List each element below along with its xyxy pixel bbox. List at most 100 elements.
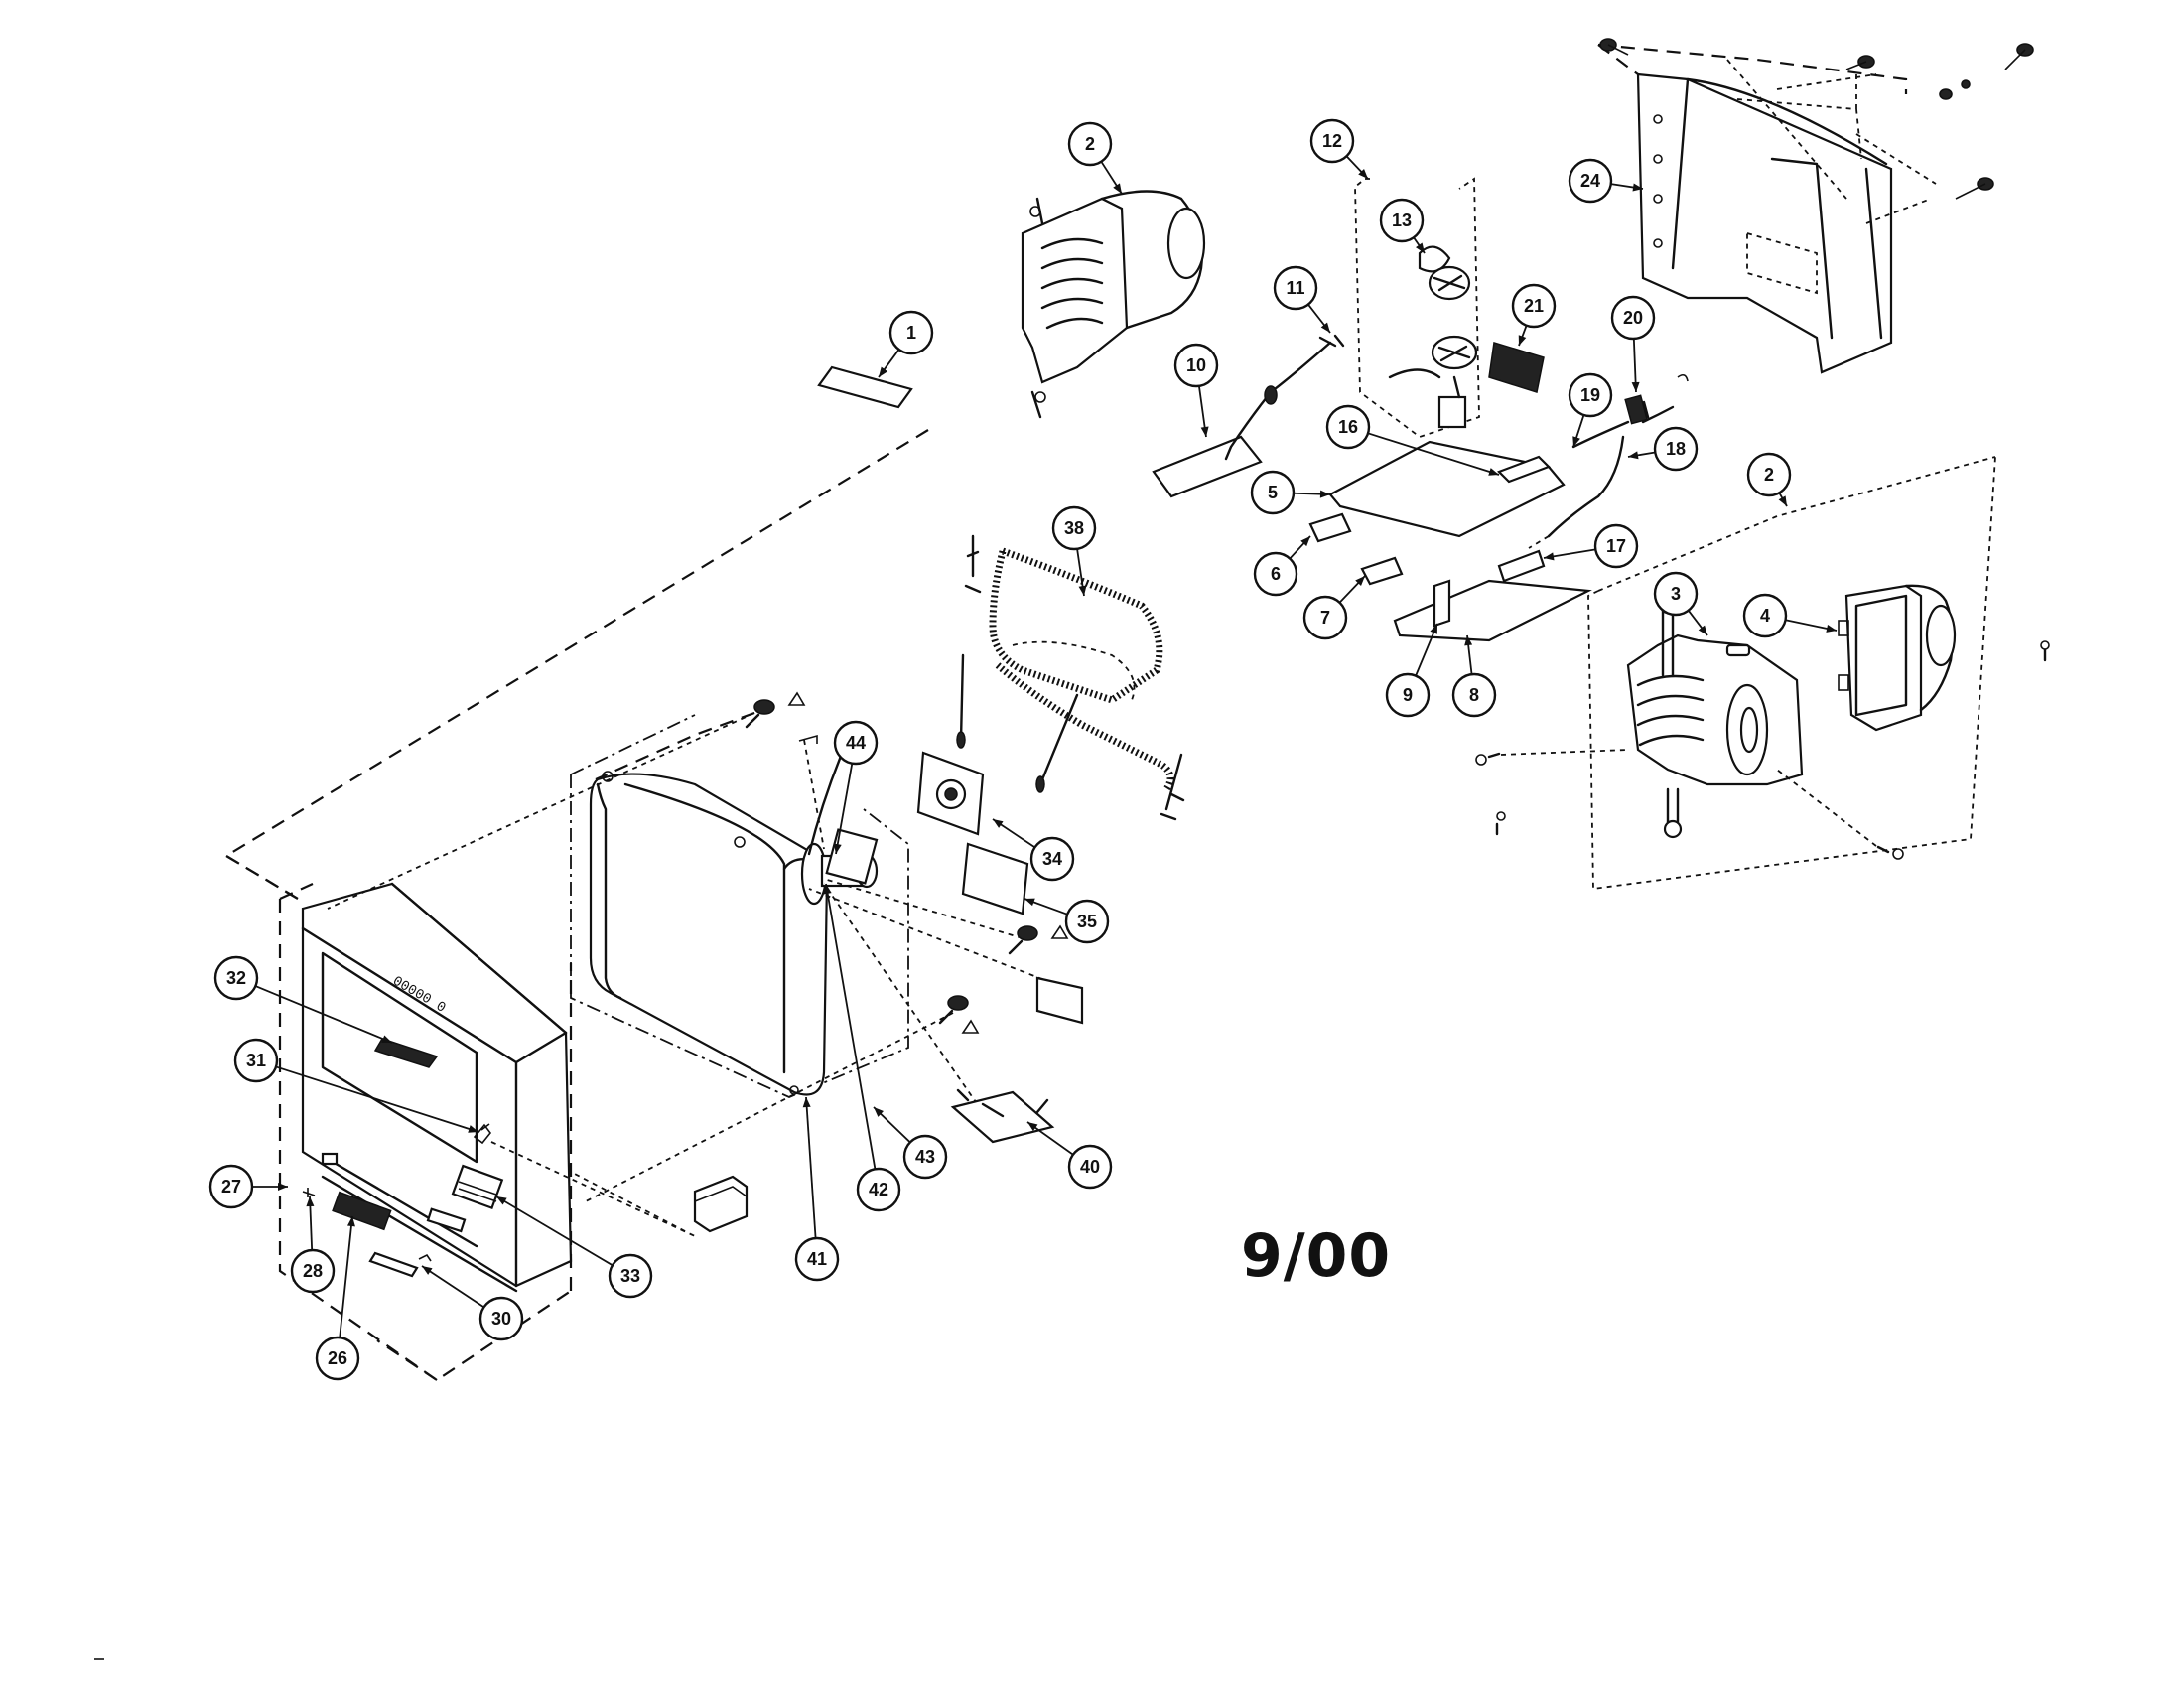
callout-circle [1653,571,1699,617]
tube-screws [745,691,1069,1034]
callout-arrowhead [1518,335,1527,346]
callout-leader [805,1096,817,1239]
callout-26: 26 [315,1215,360,1381]
callout-3: 3 [1653,571,1708,636]
callout-28: 28 [290,1196,336,1294]
picture-tube [570,714,909,1098]
callout-circle [1568,158,1613,204]
front-assembly-envelope [223,429,929,900]
callout-arrowhead [1632,183,1643,192]
callout-number: 40 [1080,1157,1100,1177]
callout-34: 34 [992,818,1075,882]
part-21-board [1488,342,1545,393]
callout-13: 13 [1379,198,1426,254]
small-bracket [798,734,818,744]
callout-16: 16 [1325,404,1500,476]
part-2-rear-module-top [1021,190,1206,419]
callout-circle [902,1134,948,1180]
small-plate [1035,976,1084,1025]
callout-leader [275,1065,479,1133]
callout-circle [1064,899,1110,944]
callout-arrowhead [1544,552,1555,561]
callout-9: 9 [1385,623,1438,718]
callout-leader [495,1196,614,1267]
callout-circle [1253,551,1298,597]
part-24-rear-cabinet [1597,38,2034,374]
callout-arrowhead [346,1216,355,1227]
callout-leader [255,985,393,1044]
callout-arrowhead [1355,576,1365,586]
callout-number: 13 [1392,211,1412,230]
callout-circle [213,955,259,1001]
callout-24: 24 [1568,158,1644,204]
callout-arrowhead [1631,381,1640,392]
callout-circle [1051,505,1097,551]
callout-arrowhead [1698,625,1707,635]
callout-arrowhead [833,843,842,854]
callout-number: 16 [1338,417,1358,437]
callout-arrowhead [1430,624,1437,634]
callout-7: 7 [1302,575,1366,640]
callout-number: 11 [1286,278,1304,298]
callout-leader [1367,432,1500,476]
callout-arrowhead [422,1266,433,1275]
callout-arrowhead [823,884,832,895]
callout-number: 28 [303,1261,323,1281]
callout-arrowhead [1078,585,1087,596]
callout-number: 33 [620,1266,640,1286]
callout-arrowhead [1826,625,1837,633]
callout-number: 3 [1671,584,1681,604]
callout-arrowhead [1416,242,1425,253]
callout-circle [1173,343,1219,388]
callout-arrowhead [496,1196,507,1205]
callout-number: 17 [1606,536,1626,556]
part-12-group [1354,177,1480,439]
callout-circle [1325,404,1371,450]
callout-19: 19 [1568,372,1613,448]
callout-27: 27 [208,1164,288,1209]
callout-number: 26 [328,1348,347,1368]
part-8-board [1393,579,1592,642]
callout-12: 12 [1309,118,1369,180]
callout-number: 9 [1403,685,1413,705]
callout-number: 4 [1760,606,1770,626]
callout-2: 2 [1067,121,1123,195]
callout-leader [339,1215,353,1338]
part-38-degauss-coil [956,534,1185,821]
callout-circle [1029,836,1075,882]
callout-4: 4 [1742,593,1838,638]
callout-21: 21 [1511,283,1557,347]
callout-number: 27 [221,1177,241,1196]
callout-arrowhead [1778,495,1787,506]
callout-circle [888,310,934,355]
callout-18: 18 [1627,426,1699,472]
callout-11: 11 [1273,265,1331,334]
part-18-cable [1528,435,1625,549]
callout-number: 34 [1042,849,1062,869]
callout-number: 8 [1469,685,1479,705]
part-17-connector [1497,549,1546,583]
part-9-bracket [1433,579,1451,628]
callout-42: 42 [823,883,901,1212]
callout-circle [1379,198,1425,243]
callout-arrowhead [1024,898,1035,907]
callout-number: 35 [1077,912,1097,931]
callout-number: 10 [1186,355,1206,375]
part-1-label-strip [817,365,913,409]
callout-circle [1385,672,1431,718]
callout-number: 43 [915,1147,935,1167]
callout-circle [833,720,879,766]
callout-number: 44 [846,733,866,753]
callout-44: 44 [833,720,879,855]
callout-arrowhead [468,1125,478,1133]
callout-leader [825,883,877,1170]
callout-8: 8 [1451,634,1497,718]
callout-arrowhead [1488,468,1499,476]
callout-circle [290,1248,336,1294]
part-20-switch [1624,373,1689,425]
part-4-speaker [1838,584,1957,732]
callout-circle [856,1167,901,1212]
callout-circle [1250,470,1296,515]
callout-circle [1568,372,1613,418]
callout-number: 1 [906,323,916,343]
